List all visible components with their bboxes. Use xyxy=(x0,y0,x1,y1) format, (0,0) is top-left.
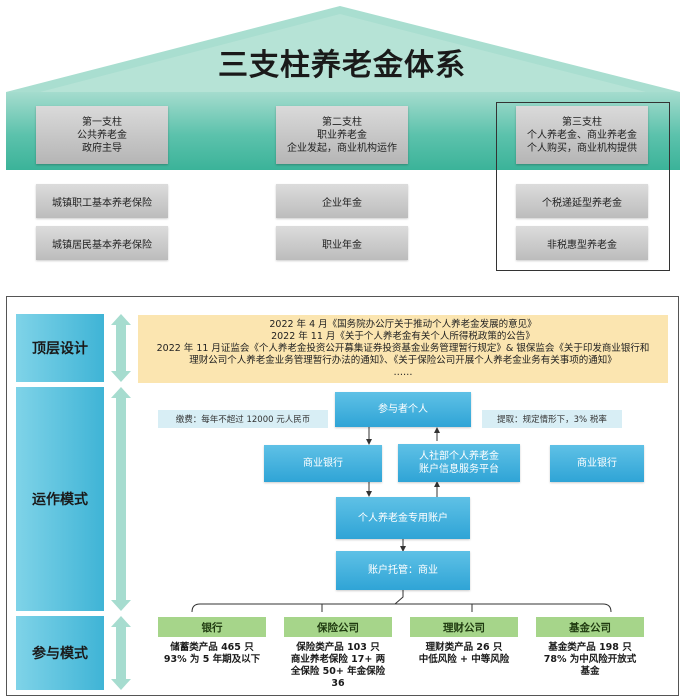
participant-desc-bank: 储蓄类产品 465 只 93% 为 5 年期及以下 xyxy=(152,642,272,666)
commercial-bank-box-left: 商业银行 xyxy=(264,445,382,482)
participant-box: 参与者个人 xyxy=(335,392,471,427)
pillar-2-heading-line: 第二支柱 xyxy=(322,116,362,128)
pillar-1-item: 城镇职工基本养老保险 xyxy=(36,184,168,218)
pillar-2-item: 企业年金 xyxy=(276,184,408,218)
pillar-3-heading: 第三支柱 个人养老金、商业养老金 个人购买，商业机构提供 xyxy=(516,106,648,164)
policy-item: …… xyxy=(393,367,413,378)
pillar-3-item: 非税惠型养老金 xyxy=(516,226,648,260)
pension-system-title: 三支柱养老金体系 xyxy=(218,48,466,83)
desc-line: 78% 为中风险开放式 xyxy=(543,654,637,665)
pillar-1-heading-line: 政府主导 xyxy=(82,142,122,154)
desc-line: 理财类产品 26 只 xyxy=(425,642,503,653)
section-top-design: 顶层设计 xyxy=(16,314,104,382)
section-participation: 参与模式 xyxy=(16,616,104,690)
policy-item: 2022 年 11 月证监会《个人养老金投资公开募集证券投资基金业务管理暂行规定… xyxy=(156,343,650,354)
section-arrow xyxy=(111,314,131,382)
policy-list: 2022 年 4 月《国务院办公厅关于推动个人养老金发展的意见》 2022 年 … xyxy=(138,315,668,383)
participant-label-bank: 银行 xyxy=(158,617,266,637)
policy-item: 2022 年 11 月《关于个人养老金有关个人所得税政策的公告》 xyxy=(271,331,535,342)
section-arrow xyxy=(111,616,131,690)
pillar-2-item: 职业年金 xyxy=(276,226,408,260)
pillar-2-heading: 第二支柱 职业养老金 企业发起，商业机构运作 xyxy=(276,106,408,164)
pillar-3-item: 个税递延型养老金 xyxy=(516,184,648,218)
pillar-3-heading-line: 个人养老金、商业养老金 xyxy=(527,129,637,141)
pillar-3-heading-line: 第三支柱 xyxy=(562,116,602,128)
participant-label-fund: 基金公司 xyxy=(536,617,644,637)
platform-line: 人社部个人养老金 xyxy=(419,451,499,462)
pillar-2-heading-line: 企业发起，商业机构运作 xyxy=(287,142,397,154)
participant-desc-wealth: 理财类产品 26 只 中低风险 + 中等风险 xyxy=(404,642,524,666)
desc-line: 93% 为 5 年期及以下 xyxy=(163,654,261,665)
framework-frame xyxy=(6,296,679,696)
pillar-3-heading-line: 个人购买，商业机构提供 xyxy=(527,142,637,154)
participant-label-insurance: 保险公司 xyxy=(284,617,392,637)
pillar-1-item: 城镇居民基本养老保险 xyxy=(36,226,168,260)
platform-line: 账户信息服务平台 xyxy=(419,464,499,475)
desc-line: 商业养老保险 17+ 两 xyxy=(290,654,386,665)
desc-line: 中低风险 + 中等风险 xyxy=(418,654,510,665)
pension-account-box: 个人养老金专用账户 xyxy=(336,497,470,539)
desc-line: 保险类产品 103 只 xyxy=(296,642,380,653)
contribution-note: 缴费：每年不超过 12000 元人民币 xyxy=(158,410,328,428)
desc-line: 储蓄类产品 465 只 xyxy=(170,642,254,653)
participant-desc-insurance: 保险类产品 103 只 商业养老保险 17+ 两 全保险 50+ 年金保险 36 xyxy=(278,642,398,690)
pillar-2-heading-line: 职业养老金 xyxy=(317,129,367,141)
policy-item: 理财公司个人养老金业务管理暂行办法的通知》、《关于保险公司开展个人养老金业务有关… xyxy=(189,355,617,366)
pillar-1-heading: 第一支柱 公共养老金 政府主导 xyxy=(36,106,168,164)
policy-item: 2022 年 4 月《国务院办公厅关于推动个人养老金发展的意见》 xyxy=(269,319,537,330)
participant-label-wealth: 理财公司 xyxy=(410,617,518,637)
pillar-1-heading-line: 公共养老金 xyxy=(77,129,127,141)
participant-desc-fund: 基金类产品 198 只 78% 为中风险开放式 基金 xyxy=(530,642,650,678)
desc-line: 全保险 50+ 年金保险 xyxy=(290,666,386,677)
custody-box: 账户托管：商业 xyxy=(336,551,470,590)
desc-line: 基金 xyxy=(580,666,600,677)
withdrawal-note: 提取：规定情形下，3% 税率 xyxy=(482,410,622,428)
roof-shape xyxy=(6,6,680,92)
section-operation: 运作模式 xyxy=(16,387,104,611)
third-pillar-highlight xyxy=(496,102,670,271)
desc-line: 36 xyxy=(331,678,345,689)
desc-line: 基金类产品 198 只 xyxy=(548,642,632,653)
pillar-1-heading-line: 第一支柱 xyxy=(82,116,122,128)
commercial-bank-box-right: 商业银行 xyxy=(550,445,644,482)
platform-box: 人社部个人养老金 账户信息服务平台 xyxy=(398,444,520,482)
section-arrow xyxy=(111,387,131,611)
